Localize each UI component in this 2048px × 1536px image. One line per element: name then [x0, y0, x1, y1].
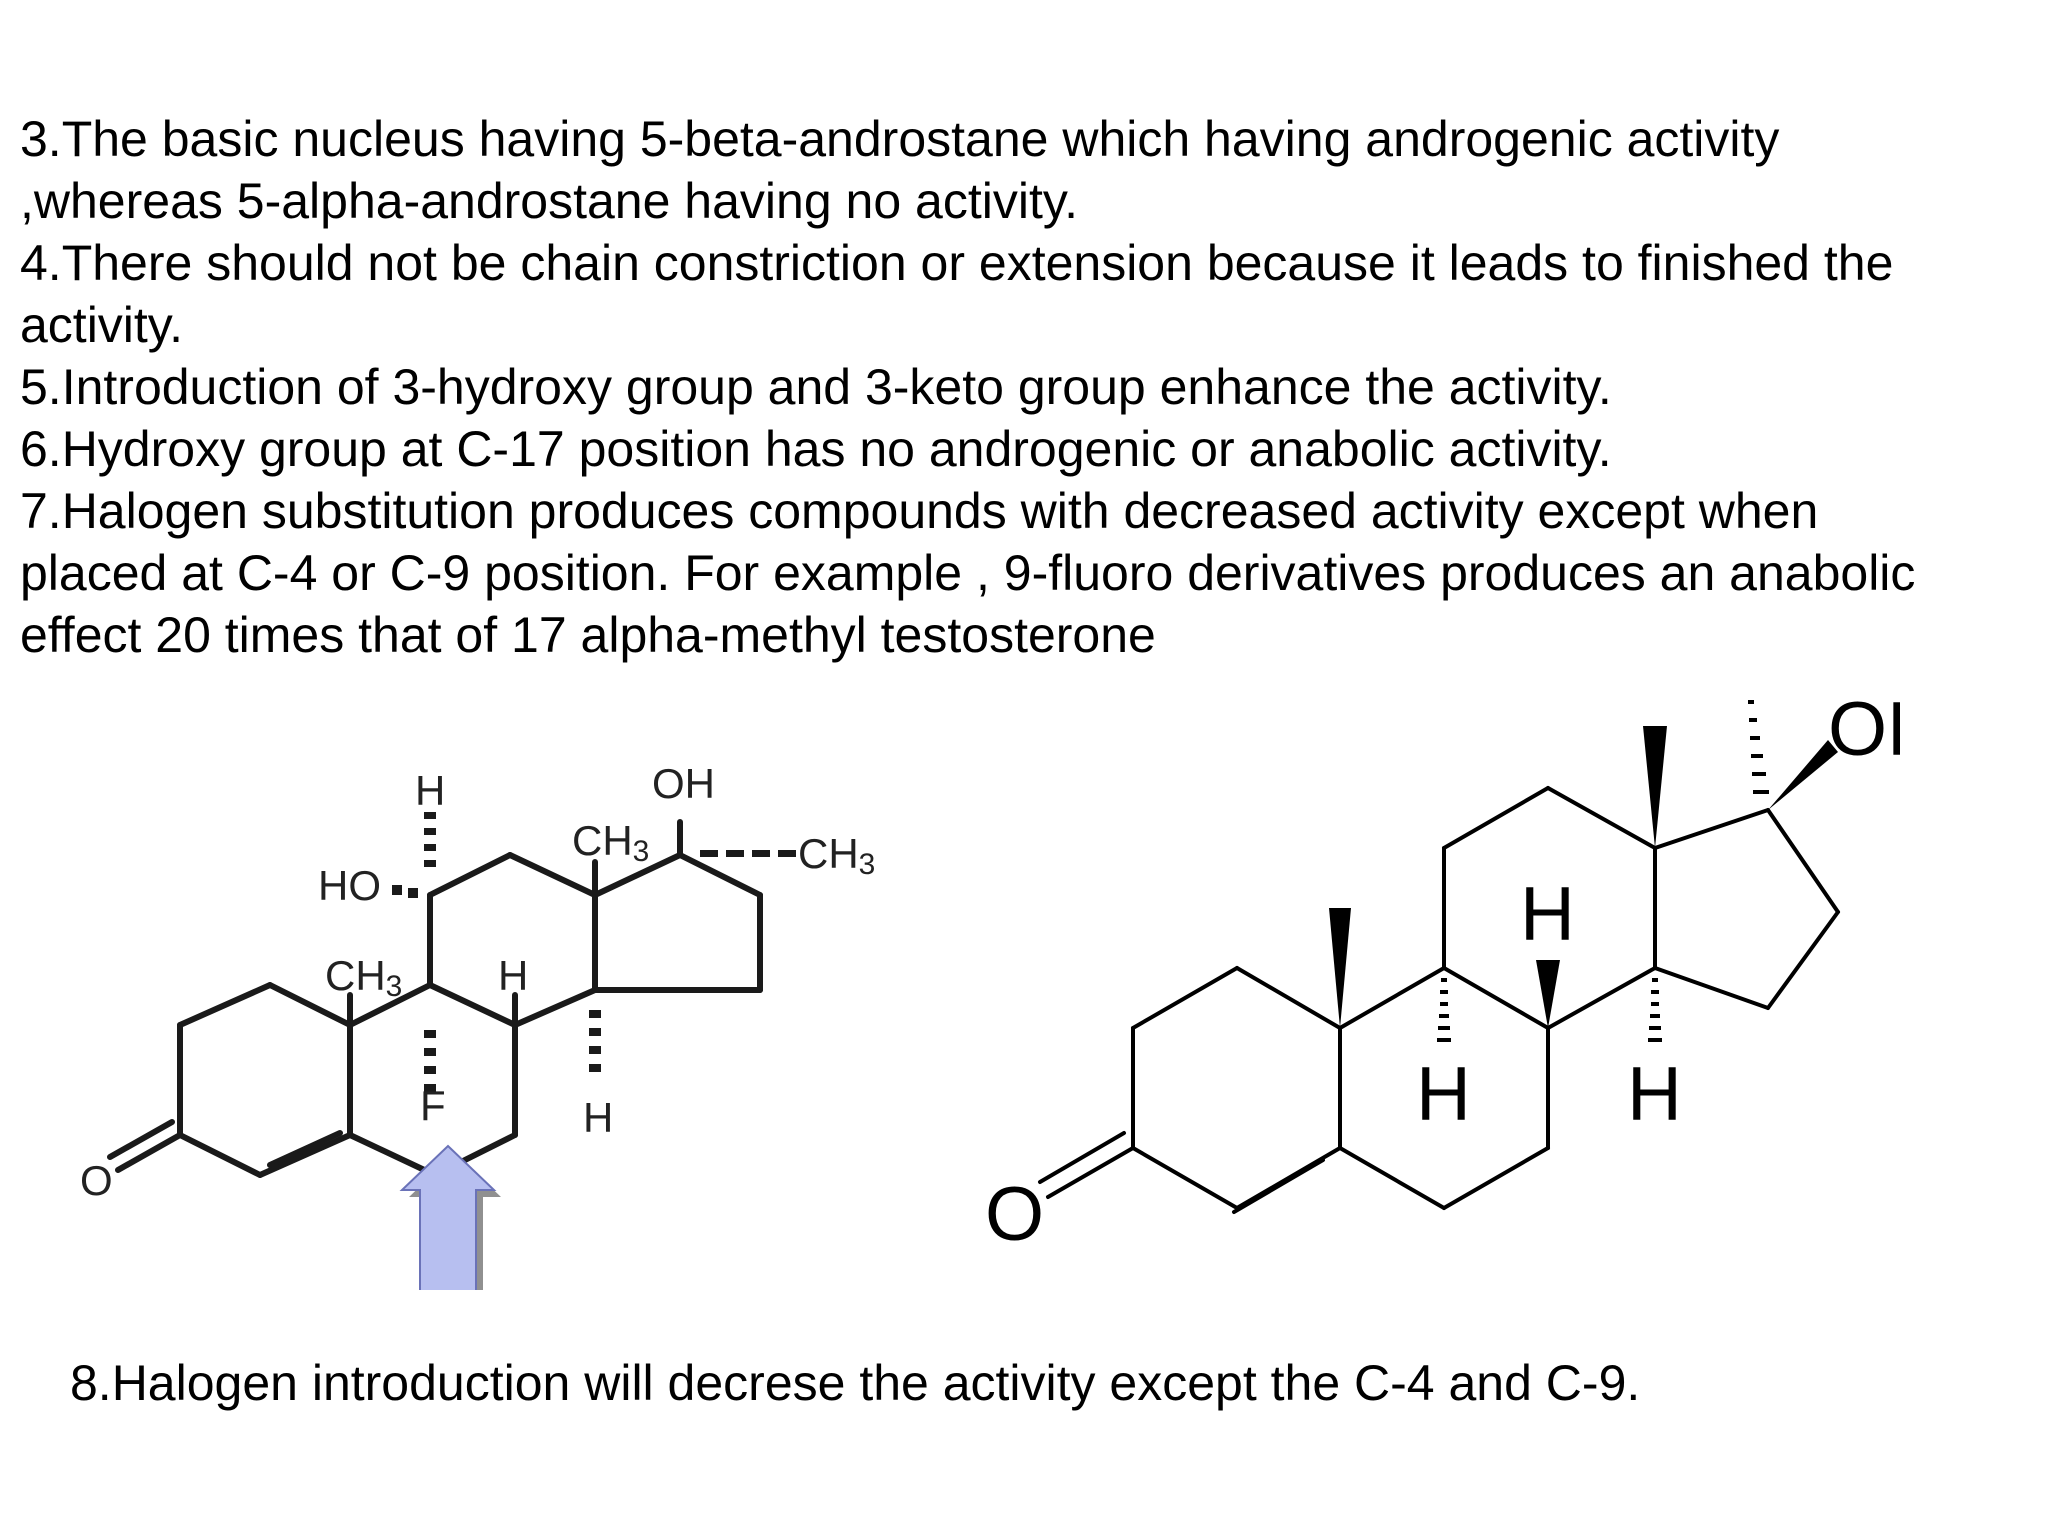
left-atom-h-top: H — [415, 767, 445, 814]
left-atom-methyl-c13: CH3 — [572, 817, 649, 868]
footer-note: 8.Halogen introduction will decrese the … — [70, 1355, 1641, 1411]
right-atom-hydroxyl: OH — [1828, 687, 1900, 772]
right-atom-h-c9: H — [1416, 1052, 1471, 1137]
c9-highlight-arrow — [399, 1144, 501, 1290]
right-atom-h-c14: H — [1627, 1052, 1682, 1137]
left-atom-h-c14: H — [583, 1094, 613, 1141]
left-atom-hydroxyl-c11: HO — [318, 862, 381, 909]
point-3: 3.The basic nucleus having 5-beta-andros… — [20, 111, 1780, 229]
left-atom-methyl-c10: CH3 — [325, 952, 402, 1003]
right-atom-h-c8: H — [1520, 872, 1575, 957]
point-5: 5.Introduction of 3-hydroxy group and 3-… — [20, 359, 1612, 415]
point-6: 6.Hydroxy group at C-17 position has no … — [20, 421, 1612, 477]
fluoro-steroid-structure: O HO H CH3 H F H CH3 OH CH3 — [80, 760, 875, 1290]
left-atom-fluorine: F — [420, 1082, 446, 1129]
testosterone-structure: O OH H H H — [985, 687, 1900, 1257]
left-atom-h-c8: H — [498, 952, 528, 999]
point-4: 4.There should not be chain constriction… — [20, 235, 1894, 353]
left-atom-oxygen: O — [80, 1157, 113, 1204]
sar-points: 3.The basic nucleus having 5-beta-andros… — [20, 108, 2020, 666]
right-atom-oxygen: O — [985, 1172, 1044, 1257]
left-atom-methyl-c17: CH3 — [798, 830, 875, 881]
point-7: 7.Halogen substitution produces compound… — [20, 483, 1916, 663]
left-atom-hydroxyl-c17: OH — [652, 760, 715, 807]
